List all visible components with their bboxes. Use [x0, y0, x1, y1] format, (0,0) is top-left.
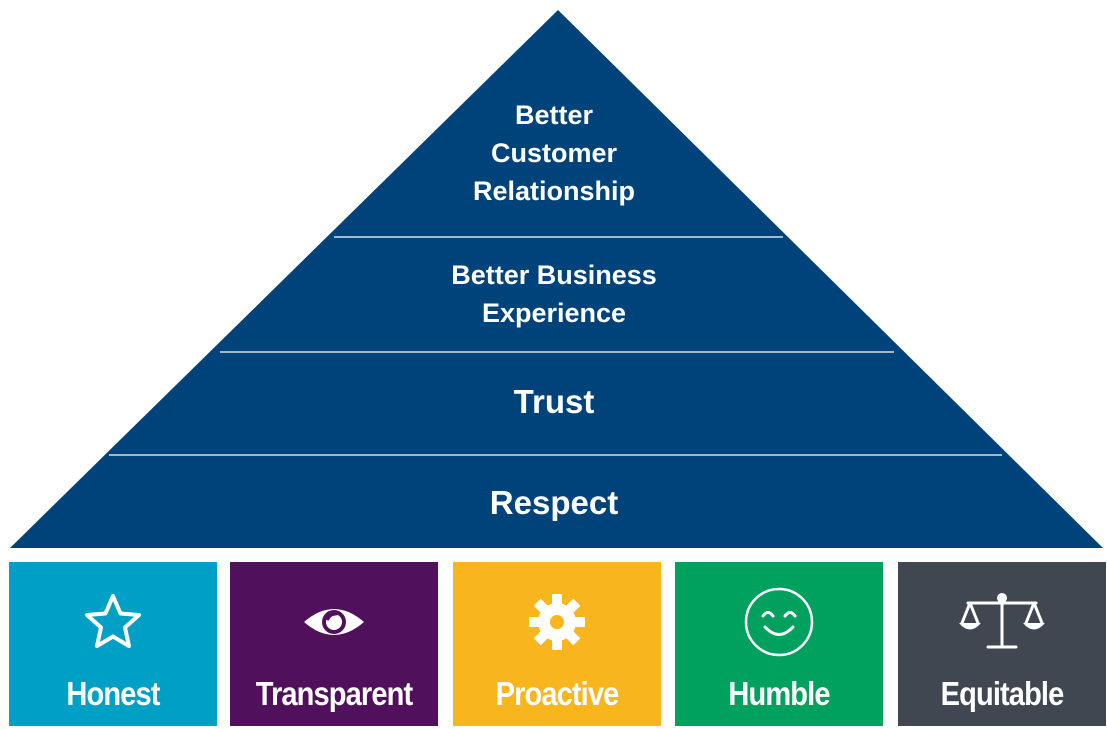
tier-better-customer-relationship: Better Customer Relationship — [354, 96, 754, 210]
smile-icon — [675, 582, 883, 662]
eye-icon — [230, 582, 438, 662]
tier-respect: Respect — [489, 484, 619, 521]
tier-trust: Trust — [513, 383, 595, 420]
pyramid-body — [10, 10, 1103, 548]
value-transparent: Transparent — [230, 562, 438, 726]
gear-icon — [453, 582, 661, 662]
star-icon — [9, 582, 217, 662]
value-honest: Honest — [9, 562, 217, 726]
value-label: Humble — [728, 675, 830, 712]
value-equitable: Equitable — [898, 562, 1106, 726]
scales-icon — [898, 582, 1106, 662]
value-label: Honest — [66, 675, 160, 712]
tier-better-business-experience: Better Business Experience — [354, 256, 754, 332]
value-label: Equitable — [940, 675, 1065, 712]
value-proactive: Proactive — [453, 562, 661, 726]
tier-text-line: Better — [514, 100, 594, 130]
pyramid-shape — [10, 10, 1103, 548]
tier-text-line: Experience — [481, 298, 627, 328]
value-label: Transparent — [255, 675, 413, 712]
tier-text-line: Better Business — [451, 260, 657, 290]
tier-text-line: Relationship — [472, 176, 635, 206]
value-label: Proactive — [495, 675, 620, 712]
tier-text-line: Customer — [490, 138, 618, 168]
value-humble: Humble — [675, 562, 883, 726]
